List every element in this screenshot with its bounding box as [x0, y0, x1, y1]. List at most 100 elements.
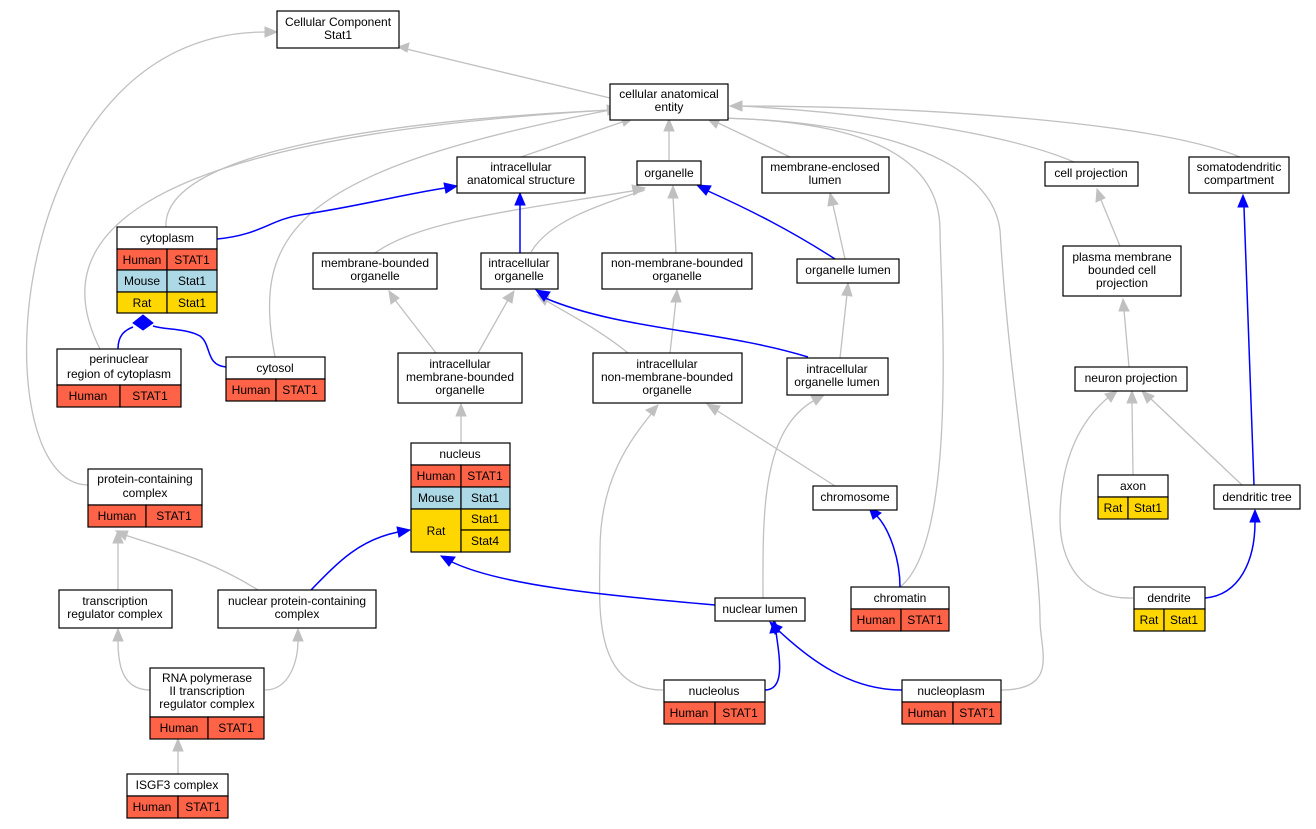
edge-nucleus-imbo-arrow: [455, 402, 467, 417]
edge-nucleolus-inmbo: [598, 412, 664, 691]
edge-chromatin-cae: [715, 117, 944, 588]
edge-npcc-pcc: [124, 534, 259, 591]
node-nuclear-lumen[interactable]: nuclear lumen: [714, 597, 806, 622]
node-cell-projection[interactable]: cell projection: [1044, 161, 1139, 187]
node-chromatin[interactable]: chromatin Human STAT1: [850, 586, 950, 632]
node-label: organelle: [494, 269, 544, 283]
edge-nuclumen-nucleus-arrow: [439, 555, 456, 567]
node-label: cell projection: [1054, 166, 1127, 180]
node-cytosol[interactable]: cytosol Human STAT1: [225, 356, 326, 402]
node-neuron-projection[interactable]: neuron projection: [1074, 366, 1188, 392]
node-label: organelle: [350, 269, 400, 283]
edge-mbo-org: [374, 189, 639, 254]
gene-label: STAT1: [156, 509, 192, 523]
node-label: intracellular: [490, 160, 551, 174]
node-perinuclear-region[interactable]: perinuclear region of cytoplasm Human ST…: [56, 348, 182, 408]
node-intracellular-organelle[interactable]: intracellular organelle: [480, 252, 559, 290]
node-nuclear-protein-containing-complex[interactable]: nuclear protein-containing complex: [217, 589, 377, 629]
node-transcription-regulator-complex[interactable]: transcription regulator complex: [58, 589, 173, 629]
node-plasma-membrane-bounded-cell-projection[interactable]: plasma membrane bounded cell projection: [1062, 245, 1182, 297]
node-cellular-anatomical-entity[interactable]: cellular anatomical entity: [609, 83, 729, 121]
cell-gene: [119, 384, 182, 408]
node-label: non-membrane-bounded: [601, 370, 733, 384]
node-label: projection: [1096, 276, 1148, 290]
edge-nuclumen-nucleus: [451, 561, 716, 606]
node-intracellular-anatomical-structure[interactable]: intracellular anatomical structure: [456, 156, 586, 194]
species-label: Human: [670, 706, 709, 720]
gene-label: Stat4: [471, 534, 499, 548]
edge-inmbo-nmbo: [669, 299, 677, 354]
edge-rnap-npcc: [264, 639, 299, 691]
cell-gene: [145, 504, 203, 528]
edge-imbo-mbo-arrow: [388, 289, 400, 305]
edge-ias-cae: [520, 120, 626, 158]
node-membrane-enclosed-lumen[interactable]: membrane-enclosed lumen: [761, 156, 890, 194]
node-dendritic-tree[interactable]: dendritic tree: [1213, 484, 1301, 510]
node-nucleus[interactable]: nucleus Human STAT1 Mouse Stat1 Rat Stat…: [410, 442, 511, 553]
node-cytoplasm[interactable]: cytoplasm Human STAT1 Mouse Stat1 Rat St…: [116, 226, 218, 314]
gene-label: STAT1: [282, 383, 318, 397]
edge-cae-cc: [397, 46, 611, 99]
node-label: anatomical structure: [467, 173, 575, 187]
node-somatodendritic-compartment[interactable]: somatodendritic compartment: [1188, 156, 1290, 194]
cell-gene: [714, 701, 766, 725]
node-chromosome[interactable]: chromosome: [812, 485, 898, 511]
gene-label: STAT1: [218, 721, 254, 735]
species-label: Human: [232, 383, 271, 397]
node-label: entity: [655, 100, 684, 114]
node-protein-containing-complex[interactable]: protein-containing complex Human STAT1: [87, 468, 203, 528]
gene-label: STAT1: [174, 253, 210, 267]
node-label: regulator complex: [67, 607, 162, 621]
node-label: neuron projection: [1085, 371, 1178, 385]
node-intracellular-organelle-lumen[interactable]: intracellular organelle lumen: [786, 357, 889, 396]
edge-iol-ol-arrow: [841, 281, 853, 297]
node-organelle[interactable]: organelle: [636, 160, 702, 186]
node-label: regulator complex: [159, 697, 254, 711]
species-label: Mouse: [418, 491, 454, 505]
edge-io-ias-arrow: [514, 191, 526, 206]
edge-axon-np: [1131, 401, 1134, 476]
node-label: perinuclear: [89, 352, 148, 366]
edge-dendrite-np: [1059, 395, 1134, 599]
edge-npcc-pcc-arrow: [114, 530, 129, 541]
edge-cae-cc-arrow: [396, 42, 410, 53]
edge-trc-pcc-arrow: [112, 529, 124, 544]
node-label: non-membrane-bounded: [611, 256, 743, 270]
node-intracellular-non-membrane-bounded-organelle[interactable]: intracellular non-membrane-bounded organ…: [592, 352, 743, 404]
species-label: Rat: [1140, 613, 1159, 627]
gene-label: Stat1: [471, 512, 499, 526]
node-nucleoplasm[interactable]: nucleoplasm Human STAT1: [901, 679, 1002, 725]
node-label: nuclear protein-containing: [228, 594, 366, 608]
node-non-membrane-bounded-organelle[interactable]: non-membrane-bounded organelle: [601, 252, 753, 290]
node-label: intracellular: [488, 256, 549, 270]
cell-gene: [900, 608, 950, 632]
node-label: complex: [275, 607, 320, 621]
edge-dendrite-np-arrow: [1104, 390, 1118, 403]
node-cellular-component[interactable]: Cellular Component Stat1: [276, 10, 400, 49]
node-label: intracellular: [636, 357, 697, 371]
edge-iol-io: [544, 297, 809, 358]
node-label: dendritic tree: [1222, 490, 1292, 504]
node-dendrite[interactable]: dendrite Rat Stat1: [1133, 586, 1206, 632]
node-organelle-lumen[interactable]: organelle lumen: [796, 258, 900, 284]
edge-pcc-cc-arrow: [264, 26, 279, 38]
gene-label: STAT1: [907, 613, 943, 627]
edge-rnap-npcc-arrow: [292, 627, 304, 642]
node-rna-polymerase-ii-complex[interactable]: RNA polymerase II transcription regulato…: [149, 667, 265, 740]
node-label: membrane-bounded: [321, 256, 429, 270]
node-label: compartment: [1204, 173, 1275, 187]
edge-mel-cae: [715, 121, 791, 158]
node-intracellular-membrane-bounded-organelle[interactable]: intracellular membrane-bounded organelle: [397, 352, 523, 404]
node-label: nucleolus: [689, 684, 740, 698]
edge-chromosome-inmbo: [715, 409, 836, 487]
node-membrane-bounded-organelle[interactable]: membrane-bounded organelle: [312, 252, 438, 290]
node-isgf3-complex[interactable]: ISGF3 complex Human STAT1: [126, 773, 229, 819]
node-axon[interactable]: axon Rat Stat1: [1097, 474, 1169, 520]
edge-cyto-ias: [216, 187, 446, 240]
node-label: organelle lumen: [805, 263, 890, 277]
edge-cyto-ias-arrow: [443, 182, 459, 194]
node-nucleolus[interactable]: nucleolus Human STAT1: [663, 679, 766, 725]
edge-sdc-cae: [739, 105, 1241, 158]
node-label: cytoplasm: [140, 231, 194, 245]
